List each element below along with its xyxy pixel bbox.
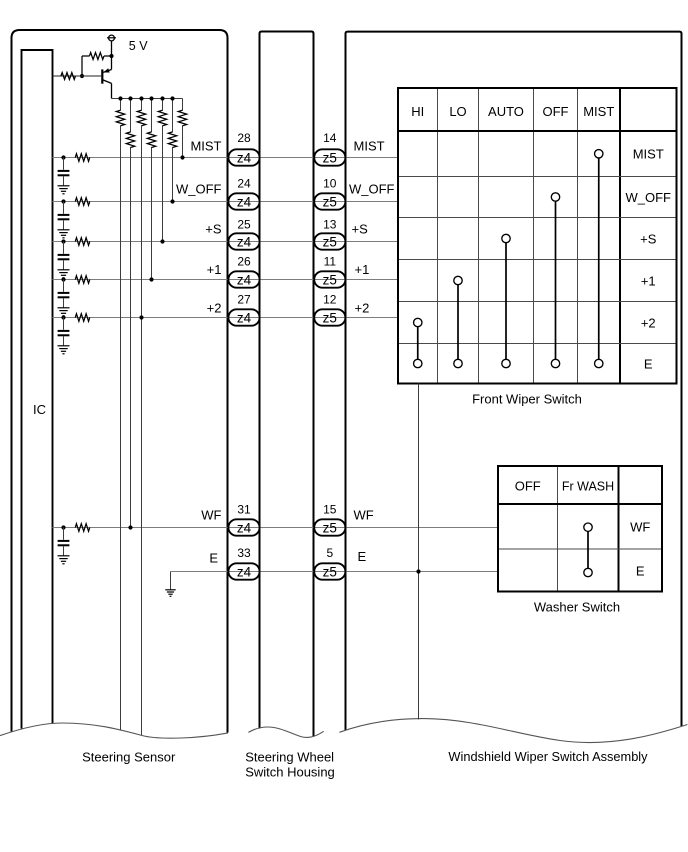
svg-text:Steering Sensor: Steering Sensor: [82, 750, 176, 765]
svg-text:26: 26: [237, 255, 251, 269]
svg-text:+S: +S: [352, 222, 369, 237]
svg-text:27: 27: [237, 293, 251, 307]
svg-text:13: 13: [323, 218, 337, 232]
svg-text:Windshield Wiper Switch Assemb: Windshield Wiper Switch Assembly: [448, 749, 648, 764]
svg-text:OFF: OFF: [543, 104, 569, 119]
svg-text:LO: LO: [449, 104, 466, 119]
svg-text:z4: z4: [237, 234, 252, 249]
svg-text:+1: +1: [641, 273, 656, 288]
svg-text:IC: IC: [33, 402, 46, 417]
svg-text:10: 10: [323, 177, 337, 191]
svg-text:E: E: [644, 356, 653, 371]
svg-text:E: E: [209, 551, 218, 566]
svg-text:+S: +S: [640, 231, 657, 246]
svg-text:5: 5: [326, 546, 333, 560]
svg-text:z5: z5: [323, 564, 337, 579]
svg-text:z4: z4: [237, 194, 252, 209]
svg-text:MIST: MIST: [190, 139, 221, 154]
svg-text:MIST: MIST: [633, 147, 664, 162]
svg-text:z4: z4: [237, 310, 252, 325]
svg-text:Fr WASH: Fr WASH: [562, 480, 614, 494]
svg-text:15: 15: [323, 503, 337, 517]
svg-text:+S: +S: [205, 222, 222, 237]
svg-text:33: 33: [237, 546, 251, 560]
svg-text:+1: +1: [207, 262, 222, 277]
svg-text:MIST: MIST: [583, 104, 614, 119]
svg-text:E: E: [636, 564, 645, 579]
svg-text:+2: +2: [641, 315, 656, 330]
svg-text:WF: WF: [630, 520, 650, 535]
svg-text:+1: +1: [355, 262, 370, 277]
svg-text:W_OFF: W_OFF: [626, 190, 672, 205]
svg-text:z4: z4: [237, 520, 252, 535]
svg-text:MIST: MIST: [354, 139, 385, 154]
svg-text:z5: z5: [323, 520, 337, 535]
svg-text:HI: HI: [411, 104, 424, 119]
svg-text:z5: z5: [323, 272, 337, 287]
svg-text:z5: z5: [323, 194, 337, 209]
svg-text:OFF: OFF: [515, 479, 541, 494]
svg-text:E: E: [358, 549, 367, 564]
svg-text:z5: z5: [323, 234, 337, 249]
svg-text:Steering Wheel: Steering Wheel: [245, 750, 334, 765]
svg-text:11: 11: [324, 255, 337, 269]
svg-text:28: 28: [237, 131, 251, 145]
svg-text:z5: z5: [323, 310, 337, 325]
svg-text:WF: WF: [354, 508, 374, 523]
svg-text:z4: z4: [237, 564, 252, 579]
svg-text:12: 12: [323, 293, 337, 307]
svg-text:Washer Switch: Washer Switch: [534, 600, 620, 615]
svg-text:AUTO: AUTO: [488, 104, 524, 119]
svg-text:14: 14: [323, 131, 337, 145]
svg-text:31: 31: [237, 503, 251, 517]
svg-text:5 V: 5 V: [129, 39, 148, 53]
svg-text:z4: z4: [237, 272, 252, 287]
svg-text:W_OFF: W_OFF: [349, 182, 395, 197]
svg-text:Front Wiper Switch: Front Wiper Switch: [472, 392, 582, 407]
svg-text:WF: WF: [201, 508, 221, 523]
svg-text:W_OFF: W_OFF: [176, 182, 222, 197]
svg-text:Switch Housing: Switch Housing: [245, 764, 335, 779]
svg-text:+2: +2: [355, 301, 370, 316]
svg-text:24: 24: [237, 177, 251, 191]
svg-text:z4: z4: [237, 150, 252, 165]
svg-text:z5: z5: [323, 150, 337, 165]
svg-text:+2: +2: [207, 301, 222, 316]
svg-text:25: 25: [237, 218, 251, 232]
